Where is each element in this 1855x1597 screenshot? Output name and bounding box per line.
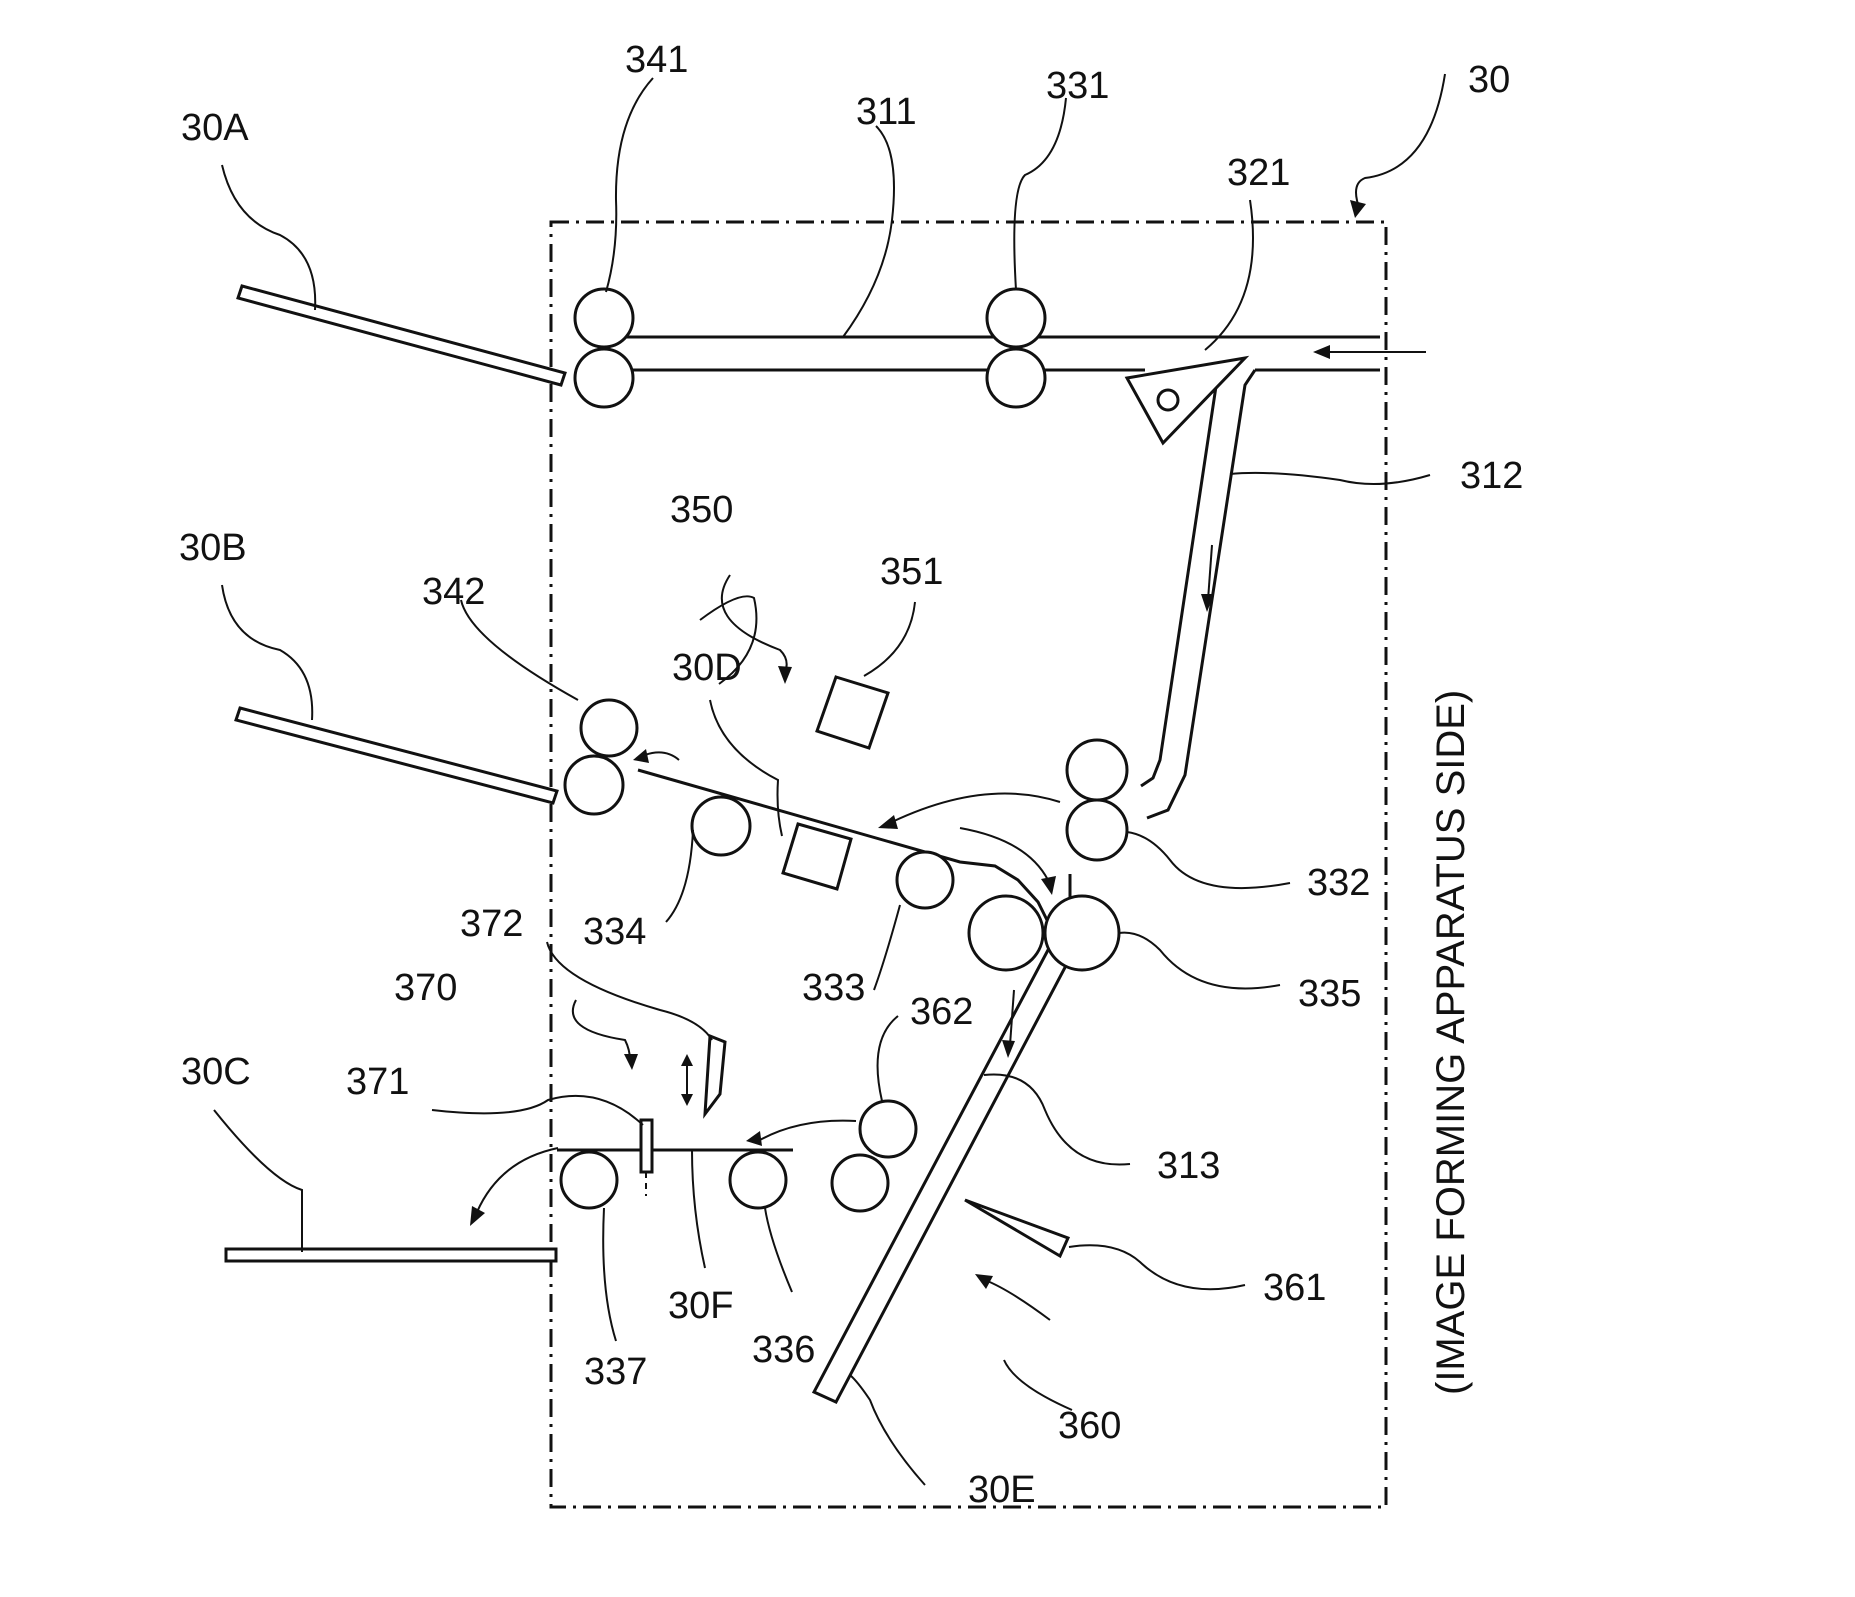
roller-331-lower <box>987 349 1045 407</box>
label-tray-30a: 30A <box>181 107 249 149</box>
arrow-to-nip <box>1041 876 1056 895</box>
gate-321-pivot <box>1158 390 1178 410</box>
label-roller-332: 332 <box>1307 862 1370 904</box>
arrow-to-336 <box>746 1131 762 1146</box>
tray-30a <box>238 286 565 385</box>
label-roller-335: 335 <box>1298 973 1361 1015</box>
roller-341-upper <box>575 289 633 347</box>
label-guide-30e: 30E <box>968 1469 1036 1511</box>
label-roller-333: 333 <box>802 967 865 1009</box>
roller-333 <box>897 852 953 908</box>
label-unit-360: 360 <box>1058 1405 1121 1447</box>
motion-arrow-up <box>681 1054 693 1066</box>
part-372 <box>705 1036 725 1114</box>
arrow-inlet <box>1313 345 1330 359</box>
arrow-to-342 <box>633 749 649 763</box>
motion-arrow-down <box>681 1094 693 1106</box>
label-roller-331: 331 <box>1046 65 1109 107</box>
roller-334 <box>692 797 750 855</box>
roller-331-upper <box>987 289 1045 347</box>
roller-335-right <box>1045 896 1119 970</box>
label-gate-321: 321 <box>1227 152 1290 194</box>
label-unit-350: 350 <box>670 489 733 531</box>
roller-332-lower <box>1067 800 1127 860</box>
part-351 <box>817 677 888 748</box>
path-312-inner <box>1141 373 1218 786</box>
roller-342-upper <box>581 700 637 756</box>
label-tray-30c: 30C <box>181 1051 251 1093</box>
label-part-372: 372 <box>460 903 523 945</box>
roller-362-lower <box>832 1155 888 1211</box>
label-guide-30d: 30D <box>672 647 742 689</box>
label-roller-342: 342 <box>422 571 485 613</box>
side-caption: (IMAGE FORMING APPARATUS SIDE) <box>1429 690 1473 1395</box>
roller-341-lower <box>575 349 633 407</box>
block-30d <box>783 824 851 889</box>
label-path-311: 311 <box>856 91 917 133</box>
leader-lines <box>214 78 1430 1485</box>
label-roller-341: 341 <box>625 39 688 81</box>
label-part-351: 351 <box>880 551 943 593</box>
label-unit-370: 370 <box>394 967 457 1009</box>
roller-337 <box>561 1152 617 1208</box>
label-roller-337: 337 <box>584 1351 647 1393</box>
label-roller-334: 334 <box>583 911 646 953</box>
label-roller-362: 362 <box>910 991 973 1033</box>
arrow-to-30c <box>470 1206 485 1226</box>
label-tray-30b: 30B <box>179 527 247 569</box>
arrow-unit-30 <box>1350 200 1366 218</box>
part-361 <box>965 1200 1068 1256</box>
label-path-312: 312 <box>1460 455 1523 497</box>
roller-362-upper <box>860 1101 916 1157</box>
roller-332-upper <box>1067 740 1127 800</box>
tray-30c <box>226 1249 556 1261</box>
tray-30b <box>236 708 557 803</box>
label-unit-30: 30 <box>1468 59 1510 101</box>
arrow-370 <box>624 1054 638 1070</box>
label-part-361: 361 <box>1263 1267 1326 1309</box>
roller-336 <box>730 1152 786 1208</box>
roller-335-left <box>969 896 1043 970</box>
roller-342-lower <box>565 756 623 814</box>
label-path-30f: 30F <box>668 1285 733 1327</box>
arrow-350 <box>778 666 792 684</box>
part-371 <box>641 1120 652 1172</box>
label-path-313: 313 <box>1157 1145 1220 1187</box>
label-part-371: 371 <box>346 1061 409 1103</box>
label-roller-336: 336 <box>752 1329 815 1371</box>
arrow-to-30d <box>878 815 898 829</box>
